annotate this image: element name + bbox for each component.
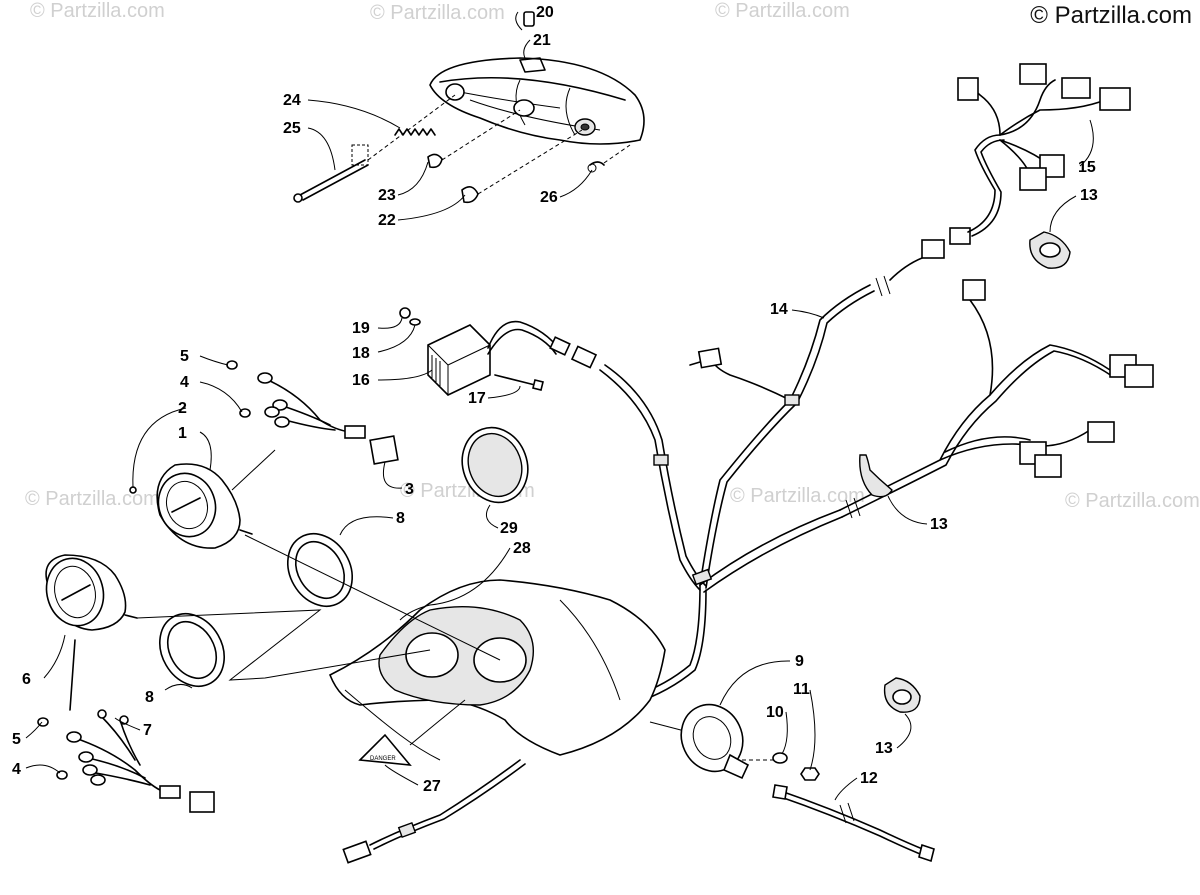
callout-13b: 13 [930, 516, 948, 533]
voltage-regulator [399, 307, 598, 396]
callout-12: 12 [860, 770, 878, 787]
sub-harness-upper [957, 63, 1131, 237]
callout-13a: 13 [1080, 187, 1098, 204]
watermark: © Partzilla.com [1065, 490, 1200, 512]
headlight-assembly [293, 11, 645, 204]
callout-4b: 4 [12, 761, 21, 778]
callout-16: 16 [352, 372, 370, 389]
callout-29: 29 [500, 520, 518, 537]
sub-harness-lower [839, 279, 1154, 518]
tachometer-gauge [129, 463, 253, 549]
callout-labels: 20 21 24 25 23 22 26 19 18 16 17 5 4 2 1… [12, 4, 1098, 795]
watermark: © Partzilla.com [715, 0, 850, 22]
watermark: © Partzilla.com [25, 488, 160, 510]
copyright-notice: © Partzilla.com [1030, 2, 1192, 29]
callout-23: 23 [378, 187, 396, 204]
watermark: © Partzilla.com [30, 0, 165, 22]
gauge-rings [159, 426, 529, 687]
speedometer-gauge [45, 554, 138, 631]
callout-13c: 13 [875, 740, 893, 757]
callout-9: 9 [795, 653, 804, 670]
callout-24: 24 [283, 92, 301, 109]
callout-26: 26 [540, 189, 558, 206]
callout-25: 25 [283, 120, 301, 137]
callout-14: 14 [770, 301, 788, 318]
callout-28: 28 [513, 540, 531, 557]
callout-8b: 8 [145, 689, 154, 706]
callout-3: 3 [405, 481, 414, 498]
callout-5b: 5 [12, 731, 21, 748]
gauge-bulb-harness [37, 360, 399, 813]
callout-8a: 8 [396, 510, 405, 527]
speedometer-drive [680, 703, 935, 863]
watermark: © Partzilla.com [370, 2, 505, 24]
callout-1: 1 [178, 425, 187, 442]
callout-22: 22 [378, 212, 396, 229]
callout-18: 18 [352, 345, 370, 362]
callout-21: 21 [533, 32, 551, 49]
callout-19: 19 [352, 320, 370, 337]
lower-lead [342, 759, 526, 864]
callout-4a: 4 [180, 374, 189, 391]
danger-label: DANGER [370, 756, 396, 762]
callout-5a: 5 [180, 348, 189, 365]
callout-6: 6 [22, 671, 31, 688]
callout-11: 11 [793, 681, 810, 698]
callout-2: 2 [178, 400, 187, 417]
main-wiring-harness [569, 227, 971, 751]
callout-15: 15 [1078, 159, 1096, 176]
cable-clamps [859, 231, 1071, 713]
leader-lines [25, 11, 1094, 801]
callout-7: 7 [143, 722, 152, 739]
callout-17: 17 [468, 390, 486, 407]
callout-20: 20 [536, 4, 554, 21]
dash-panel: DANGER [136, 534, 701, 766]
callout-27: 27 [423, 778, 441, 795]
callout-10: 10 [766, 704, 784, 721]
watermark: © Partzilla.com [730, 485, 865, 507]
